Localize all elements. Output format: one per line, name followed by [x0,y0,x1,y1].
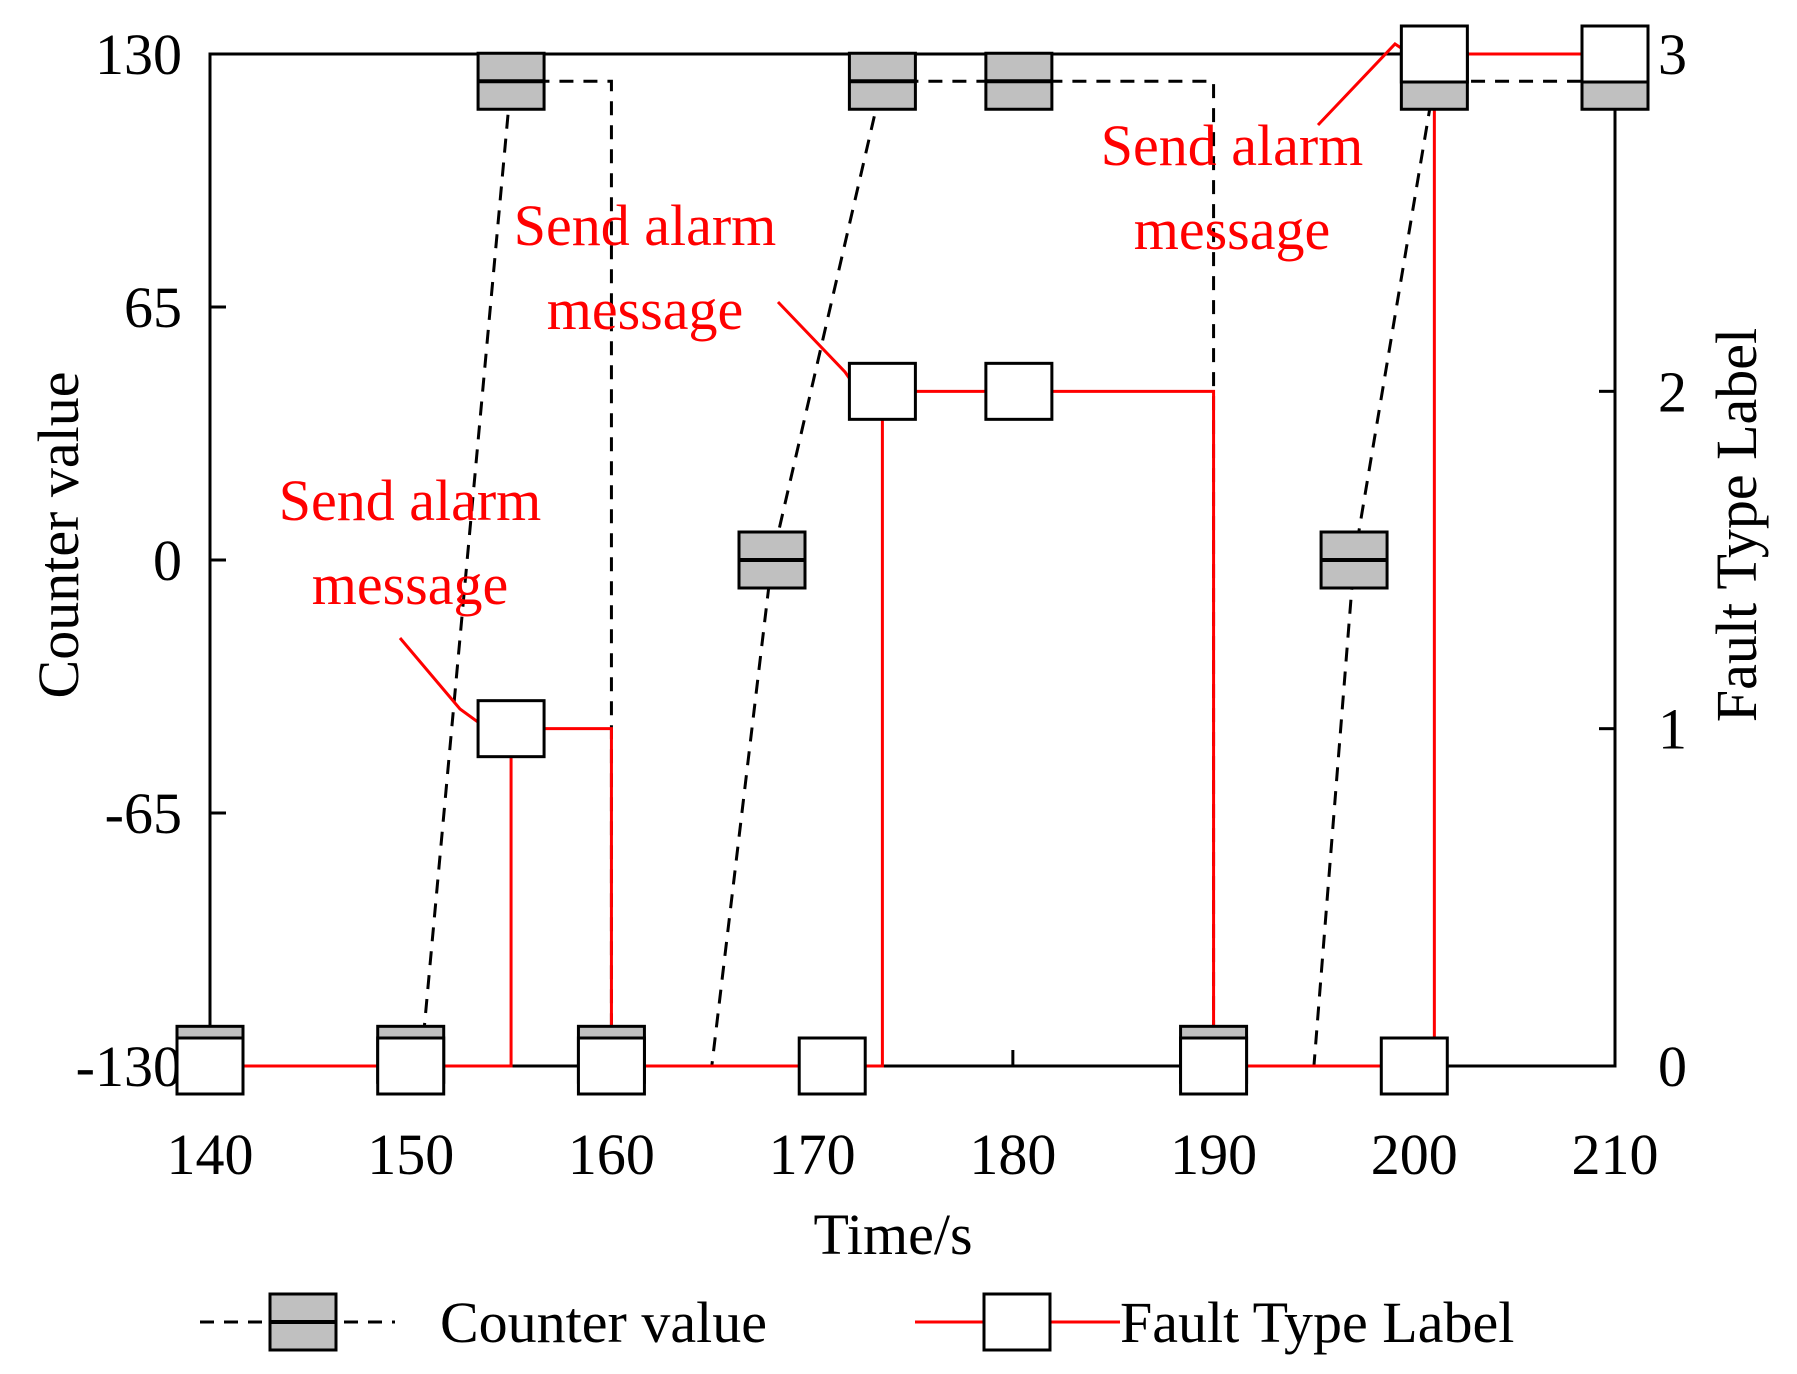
legend-counter-label: Counter value [440,1290,767,1355]
x-axis-ticks: 140 150 160 170 180 190 200 210 [167,1050,1659,1187]
annotation-leader [398,637,488,730]
y-tick-label: 130 [95,22,182,87]
series-1-marker [1179,1036,1249,1096]
y-tick-label: 65 [124,275,182,340]
legend: Counter value Fault Type Label [200,1290,1514,1355]
left-y-axis-title: Counter value [26,372,91,699]
x-axis-title: Time/s [813,1202,972,1267]
x-tick-label: 190 [1170,1122,1257,1187]
series-1-marker [1399,24,1469,84]
x-tick-label: 200 [1371,1122,1458,1187]
series-line-1 [210,52,1615,1068]
y2-tick-label: 0 [1658,1034,1687,1099]
series-1-marker [476,699,546,759]
x-tick-label: 180 [969,1122,1056,1187]
right-y-axis-title: Fault Type Label [1704,328,1769,722]
annotation-text-line1: Send alarm [1101,113,1364,178]
series-1-marker [576,1036,646,1096]
y-tick-label: -65 [105,781,182,846]
series-1-marker [175,1036,245,1096]
left-y-axis-ticks: -130 -65 0 65 130 [76,22,226,1099]
series-markers [175,24,1650,1096]
y-tick-label: 0 [153,528,182,593]
series-1-marker [847,361,917,421]
series-1-marker [1379,1036,1449,1096]
y2-tick-label: 3 [1658,22,1687,87]
x-tick-label: 170 [769,1122,856,1187]
annotation-text-line1: Send alarm [514,193,777,258]
annotation-text-line2: message [547,277,744,342]
series-1-marker [376,1036,446,1096]
legend-fault-label: Fault Type Label [1120,1290,1514,1355]
x-tick-label: 150 [367,1122,454,1187]
series-1-marker [797,1036,867,1096]
annotation-text-line1: Send alarm [279,468,542,533]
y2-tick-label: 1 [1658,697,1687,762]
annotation-text-line2: message [1134,197,1331,262]
x-tick-label: 140 [167,1122,254,1187]
series-lines [210,52,1615,1068]
y-tick-label: -130 [76,1034,182,1099]
series-line-0 [210,79,1615,1068]
legend-fault-marker [982,1292,1052,1352]
series-1-marker [1580,24,1650,84]
right-y-axis-ticks: 0 1 2 3 [1599,22,1687,1099]
x-tick-label: 210 [1572,1122,1659,1187]
series-1-marker [984,361,1054,421]
annotation-text-line2: message [312,552,509,617]
annotation-leader [776,300,860,393]
x-tick-label: 160 [568,1122,655,1187]
y2-tick-label: 2 [1658,359,1687,424]
